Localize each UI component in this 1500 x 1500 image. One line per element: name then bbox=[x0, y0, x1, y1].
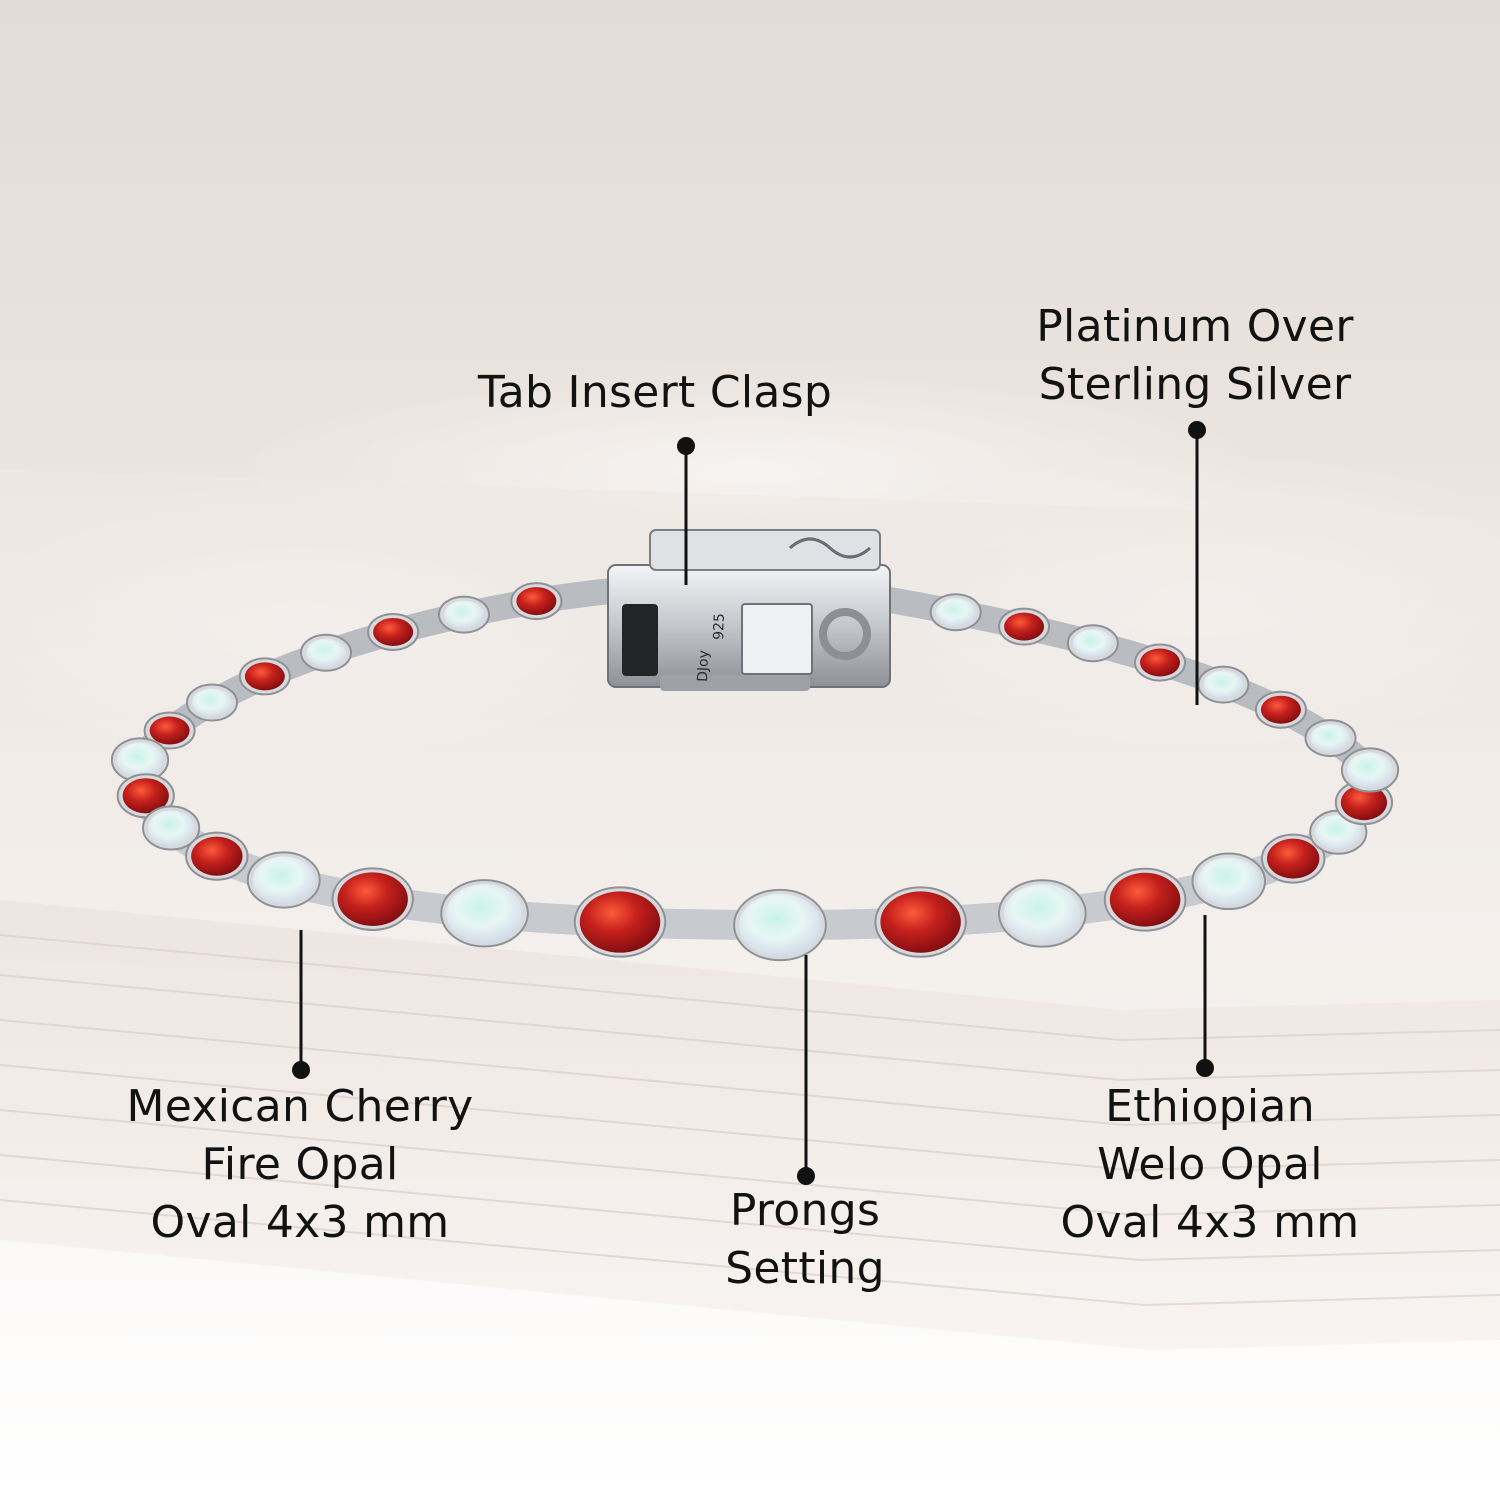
page-edge-lines bbox=[0, 934, 1500, 1307]
welo-opal-stone-back-11 bbox=[1203, 670, 1244, 699]
ethiopian-welo-opal-callout: Ethiopian Welo Opal Oval 4x3 mm bbox=[1010, 1078, 1410, 1252]
fire-opal-stone-front-1 bbox=[122, 778, 169, 814]
welo-opal-stone-back-1 bbox=[192, 688, 232, 717]
fire-opal-stone-front-13 bbox=[1266, 838, 1320, 879]
platinum-over-silver-callout: Platinum Over Sterling Silver bbox=[995, 298, 1395, 414]
mexican-dot bbox=[292, 1061, 310, 1079]
fire-opal-stone-back-4 bbox=[373, 617, 414, 646]
tab-clasp-line-1: Tab Insert Clasp bbox=[477, 367, 833, 418]
clasp-filigree bbox=[788, 537, 872, 559]
clasp-top-box bbox=[649, 529, 881, 571]
fire-opal-stone-front-3 bbox=[191, 836, 243, 876]
ethiopian-line-2: Welo Opal bbox=[1097, 1139, 1323, 1190]
platinum-dot bbox=[1188, 421, 1206, 439]
welo-opal-stone-back-7 bbox=[935, 598, 976, 627]
welo-opal-stone-front-12 bbox=[1197, 857, 1260, 906]
welo-opal-stone-front-10 bbox=[1004, 884, 1081, 943]
prongs-line-1: Prongs bbox=[729, 1185, 881, 1236]
ethiopian-line-3: Oval 4x3 mm bbox=[1060, 1197, 1360, 1248]
mexican-line-1: Mexican Cherry bbox=[126, 1081, 474, 1132]
welo-opal-stone-front-0 bbox=[116, 742, 164, 778]
fire-opal-stone-back-6 bbox=[516, 587, 557, 616]
welo-opal-stone-front-2 bbox=[147, 810, 195, 846]
tab-insert-clasp-callout: Tab Insert Clasp bbox=[455, 364, 855, 422]
fire-opal-stone-back-12 bbox=[1260, 695, 1301, 724]
tab-insert-clasp: DJoy 925 bbox=[607, 529, 891, 691]
welo-opal-stone-front-6 bbox=[446, 884, 523, 943]
book-page-block bbox=[0, 900, 1500, 1350]
back-stones bbox=[143, 582, 1357, 758]
clasp-tab bbox=[741, 603, 813, 675]
welo-opal-stone-back-9 bbox=[1072, 629, 1113, 658]
fire-opal-stone-front-9 bbox=[880, 891, 961, 953]
fire-opal-stone-back-8 bbox=[1004, 612, 1045, 641]
clasp-engraving-brand: DJoy bbox=[695, 650, 712, 682]
welo-opal-stone-back-3 bbox=[306, 638, 346, 667]
prongs-dot bbox=[797, 1167, 815, 1185]
welo-opal-stone-back-13 bbox=[1310, 724, 1351, 753]
ethiopian-dot bbox=[1196, 1059, 1214, 1077]
welo-opal-stone-back-5 bbox=[444, 600, 484, 629]
clasp-side-cavity bbox=[622, 604, 658, 676]
welo-opal-stone-front-8 bbox=[739, 893, 821, 957]
fire-opal-stone-back-2 bbox=[244, 662, 285, 691]
welo-opal-stone-front-16 bbox=[1346, 752, 1394, 788]
fire-opal-stone-back-10 bbox=[1140, 648, 1180, 677]
welo-opal-stone-front-14 bbox=[1315, 814, 1362, 850]
fire-opal-stone-front-15 bbox=[1340, 784, 1388, 821]
prongs-line-2: Setting bbox=[725, 1243, 885, 1294]
ethiopian-line-1: Ethiopian bbox=[1105, 1081, 1315, 1132]
prongs-setting-callout: Prongs Setting bbox=[655, 1182, 955, 1298]
clasp-safety-ring bbox=[819, 608, 871, 660]
mexican-fire-opal-callout: Mexican Cherry Fire Opal Oval 4x3 mm bbox=[70, 1078, 530, 1252]
front-stones bbox=[110, 737, 1400, 962]
clasp-engraving-925: 925 bbox=[711, 613, 728, 640]
mexican-line-2: Fire Opal bbox=[201, 1139, 399, 1190]
tab-clasp-dot bbox=[677, 437, 695, 455]
leader-lines bbox=[292, 421, 1214, 1185]
welo-opal-stone-front-4 bbox=[252, 856, 315, 904]
bracelet: DJoy 925 bbox=[110, 529, 1400, 962]
platinum-line-1: Platinum Over bbox=[1036, 301, 1354, 352]
fire-opal-stone-front-5 bbox=[337, 872, 408, 926]
platinum-line-2: Sterling Silver bbox=[1038, 359, 1352, 410]
fire-opal-stone-front-7 bbox=[579, 891, 661, 953]
mexican-line-3: Oval 4x3 mm bbox=[150, 1197, 450, 1248]
fire-opal-stone-front-11 bbox=[1109, 872, 1181, 927]
clasp-latch-bar bbox=[660, 675, 810, 691]
fire-opal-stone-back-0 bbox=[149, 716, 190, 745]
